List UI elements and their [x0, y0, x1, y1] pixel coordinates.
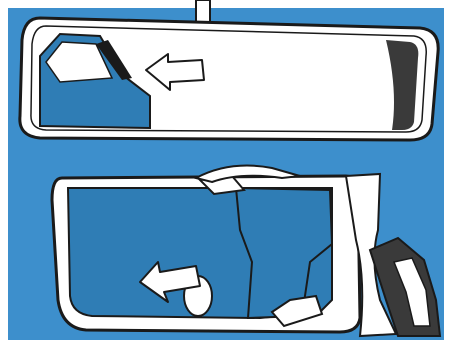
rearview-mirror [20, 18, 438, 140]
mirror-mount-stem [196, 0, 210, 22]
top-strip [0, 0, 450, 8]
